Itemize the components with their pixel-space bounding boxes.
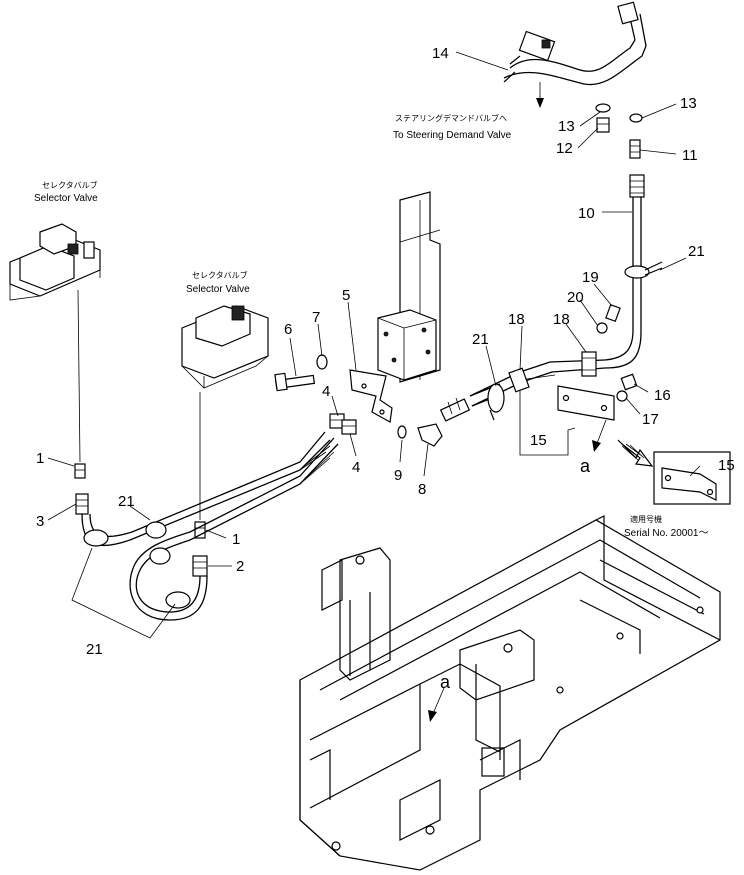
- callout-18-left: 18: [508, 311, 525, 328]
- callout-14: 14: [432, 45, 449, 62]
- clamp-18-right: [581, 351, 597, 377]
- callout-a-frame: a: [440, 672, 451, 692]
- callout-17: 17: [642, 411, 659, 428]
- bolt-6: [274, 372, 316, 392]
- callout-13-right: 13: [680, 95, 697, 112]
- callout-21-left: 21: [118, 493, 135, 510]
- bracket-5: [349, 369, 393, 423]
- callout-21-bottom: 21: [86, 641, 103, 658]
- callout-15: 15: [530, 432, 547, 449]
- hose-2: [192, 555, 208, 577]
- steering-note-jp: ステアリングデマンドバルブへ: [395, 113, 507, 123]
- callout-15-detail: 15: [718, 457, 735, 474]
- plug-12: [596, 117, 610, 133]
- connectors-4: [329, 413, 357, 435]
- arrow-a-frame: [428, 687, 445, 722]
- callout-8: 8: [418, 481, 426, 498]
- selector-1-jp: セレクタバルブ: [42, 180, 98, 190]
- elbow-11: [629, 139, 641, 159]
- bracket-15: [557, 385, 615, 421]
- long-hoses: [81, 431, 339, 621]
- elbow-8: [417, 423, 443, 447]
- steering-pipe-14: [503, 1, 647, 86]
- callout-21-middle: 21: [472, 331, 489, 348]
- clamp-18-left: [508, 367, 530, 393]
- callout-4-lower: 4: [352, 459, 360, 476]
- washer-17: [616, 390, 628, 402]
- callout-10: 10: [578, 205, 595, 222]
- callout-18-right: 18: [553, 311, 570, 328]
- serial-note-jp: 適用号機: [630, 514, 662, 524]
- callout-5: 5: [342, 287, 350, 304]
- selector-2-jp: セレクタバルブ: [192, 270, 248, 280]
- callout-9: 9: [394, 467, 402, 484]
- callout-1-right: 1: [232, 531, 240, 548]
- callout-20: 20: [567, 289, 584, 306]
- callout-13-left: 13: [558, 118, 575, 135]
- callout-7: 7: [312, 309, 320, 326]
- oring-13-left: [595, 103, 611, 113]
- clamp-21-middle: [487, 383, 505, 421]
- oring-13-right: [629, 113, 643, 123]
- clamps-21-left: [83, 521, 191, 609]
- washer-7: [316, 354, 328, 370]
- washer-20: [596, 322, 608, 334]
- selector-valve-2: [181, 305, 269, 389]
- callout-16: 16: [654, 387, 671, 404]
- fitting-1-left: [74, 463, 86, 479]
- oring-9: [397, 425, 407, 439]
- serial-note-en: Serial No. 20001～: [624, 528, 709, 539]
- machine-frame: [299, 515, 721, 871]
- callout-19: 19: [582, 269, 599, 286]
- callout-a-detail: a: [580, 456, 591, 476]
- callout-3: 3: [36, 513, 44, 530]
- selector-2-en: Selector Valve: [186, 284, 250, 295]
- callout-1-left: 1: [36, 450, 44, 467]
- selector-valve-1: [9, 223, 101, 301]
- selector-1-en: Selector Valve: [34, 193, 98, 204]
- callout-21-top: 21: [688, 243, 705, 260]
- view-arrow: [617, 439, 654, 467]
- steering-note-en: To Steering Demand Valve: [393, 130, 512, 141]
- callout-4-upper: 4: [322, 383, 330, 400]
- callout-leaders: [47, 51, 701, 567]
- detail-box-15: [653, 451, 731, 505]
- steering-valve-block: [377, 191, 441, 383]
- callout-6: 6: [284, 321, 292, 338]
- leader-21-bottom: [71, 547, 176, 639]
- callout-2: 2: [236, 558, 244, 575]
- bolt-19: [605, 303, 621, 323]
- callout-11: 11: [682, 147, 698, 164]
- arrow-to-steering: [536, 82, 544, 108]
- arrow-a-detail: [592, 419, 607, 452]
- hose-3: [75, 493, 89, 515]
- clamp-21-top: [624, 261, 663, 279]
- bolt-16: [620, 373, 638, 391]
- callout-12: 12: [556, 140, 573, 157]
- leader-valve1: [77, 289, 81, 463]
